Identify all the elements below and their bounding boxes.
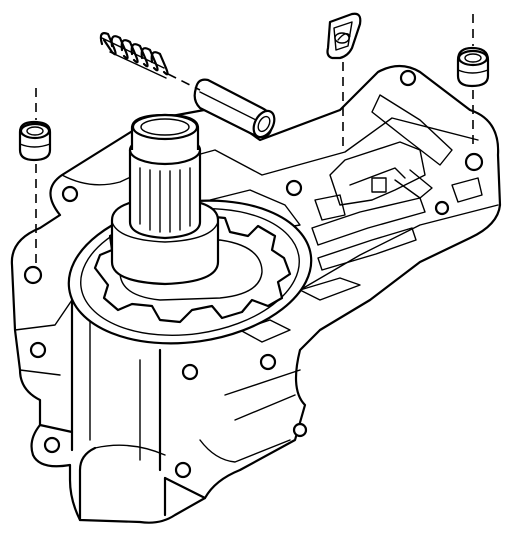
bolt-hole [292, 422, 308, 438]
cup-plug-left [18, 120, 52, 162]
bolt-hole [181, 363, 199, 381]
bolt-hole [399, 69, 417, 87]
bolt-hole [285, 179, 303, 197]
alignment-line [167, 73, 201, 91]
coil-spring [99, 32, 169, 79]
bolt-hole [61, 185, 79, 203]
bolt-hole [464, 152, 484, 172]
bolt-hole [43, 436, 61, 454]
bolt-hole [434, 200, 450, 216]
bolt-holes [23, 69, 484, 479]
bolt-hole [29, 341, 47, 359]
valve-passages [174, 94, 483, 343]
bolt-hole [259, 353, 277, 371]
splined-shaft [110, 113, 220, 286]
filter-screen [326, 12, 362, 60]
valve-plunger [193, 78, 276, 139]
bolt-hole [174, 461, 192, 479]
cup-plug-right [456, 46, 490, 88]
bolt-hole [23, 265, 43, 285]
